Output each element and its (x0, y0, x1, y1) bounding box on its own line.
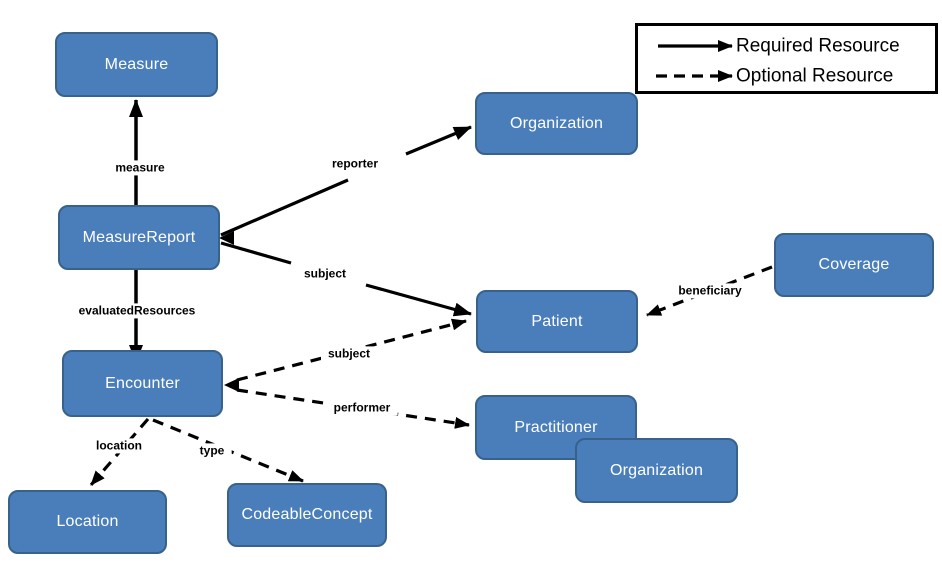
edge-subject-required-line-b (365, 283, 472, 317)
node-measure: Measure (55, 32, 218, 97)
edge-reporter-line-a (220, 178, 349, 237)
edge-label-type: type (192, 443, 232, 459)
edge-label-measure: measure (108, 160, 172, 176)
edge-label-subject-required: subject (296, 266, 354, 282)
legend (635, 23, 938, 94)
edge-label-performer: performer (326, 400, 398, 416)
edge-reporter-line-b (405, 125, 472, 156)
node-organization-bottom: Organization (575, 438, 738, 503)
node-codeable-concept: CodeableConcept (227, 483, 387, 547)
edge-label-subject-optional: subject (320, 346, 378, 362)
edge-label-location: location (88, 438, 150, 454)
edge-label-reporter: reporter (324, 156, 386, 172)
node-measure-report: MeasureReport (58, 205, 220, 270)
encounter-fanout-arrowhead-icon (224, 378, 239, 392)
node-encounter: Encounter (62, 350, 223, 417)
node-organization-top: Organization (475, 92, 638, 155)
legend-optional-label: Optional Resource (736, 65, 894, 87)
legend-required-label: Required Resource (736, 35, 900, 57)
node-coverage: Coverage (774, 233, 934, 297)
edge-label-evaluated-resources: evaluatedResources (71, 303, 203, 319)
measure-report-fanout-arrowhead-icon (219, 231, 234, 245)
edge-label-beneficiary: beneficiary (671, 283, 749, 299)
node-location: Location (8, 490, 167, 554)
node-patient: Patient (476, 290, 638, 353)
edge-subject-required-line-a (220, 241, 292, 265)
